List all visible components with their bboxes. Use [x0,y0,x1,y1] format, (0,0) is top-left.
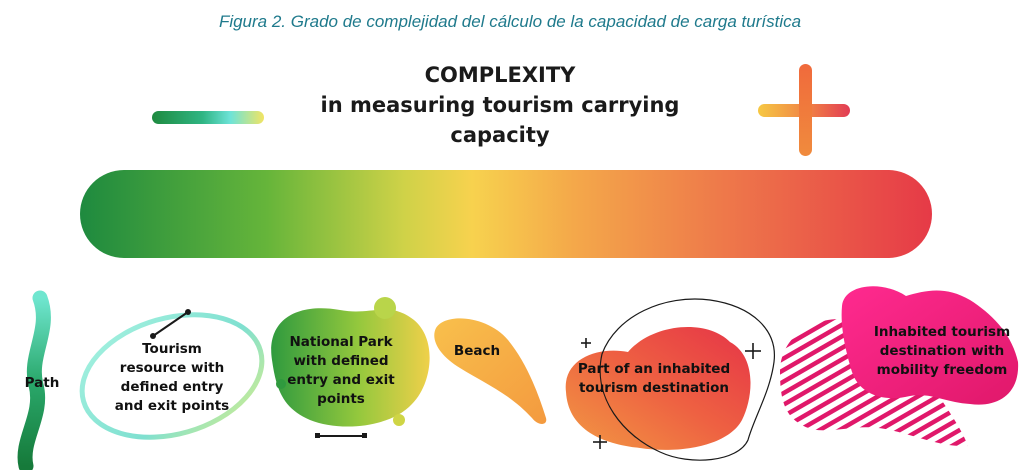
beach-shape [434,318,547,424]
label-path: Path [24,375,60,391]
title-line-3: capacity [450,123,550,147]
park-dot-right [393,414,405,426]
part-outline-shape [599,298,775,461]
part-plus-marks [581,338,761,449]
path-shape [17,290,51,470]
resource-segment-marker [152,311,189,337]
resource-ring-shape [79,312,265,440]
park-dot-top [374,297,396,319]
park-blob-shape [271,308,430,427]
label-tourism-resource: Tourism resource with defined entry and … [114,341,230,414]
inhabited-pink-blob-shape [841,286,1019,405]
label-inhabited-destination: Inhabited tourism destination with mobil… [873,324,1011,378]
figure-caption: Figura 2. Grado de complejidad del cálcu… [218,12,802,31]
title-line-2: in measuring tourism carrying [320,93,680,117]
minus-icon [152,111,264,124]
diagram-title: COMPLEXITY in measuring tourism carrying… [250,60,750,150]
plus-vertical-stroke [799,64,812,156]
label-part-inhabited-destination: Part of an inhabited tourism destination [577,361,731,396]
part-blob-shape [565,327,751,450]
complexity-gradient-bar [80,170,932,258]
title-line-1: COMPLEXITY [424,63,576,87]
label-national-park: National Park with defined entry and exi… [287,334,395,407]
label-beach: Beach [453,343,501,359]
park-dot-left [276,379,286,389]
